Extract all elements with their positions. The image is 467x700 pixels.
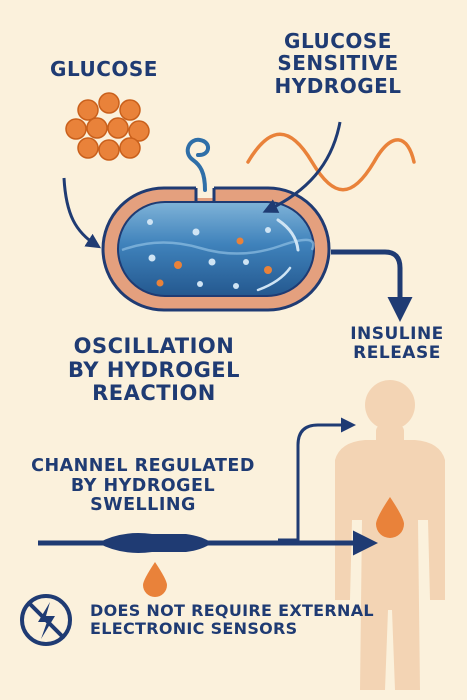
glucose-molecule-cluster-icon — [65, 92, 150, 161]
hydrogel-label: GLUCOSE SENSITIVE HYDROGEL — [238, 29, 438, 98]
oscillation-label: OSCILLATION BY HYDROGEL REACTION — [36, 334, 272, 406]
oscillation-label-line: BY HYDROGEL — [67, 357, 241, 382]
oscillation-wave-icon — [246, 132, 416, 192]
hydrogel-capsule-icon — [101, 137, 331, 312]
insulin-release-label-line: RELEASE — [353, 343, 441, 364]
insulin-drop-icon — [143, 562, 167, 597]
insulin-release-label: INSULINE RELEASE — [330, 324, 464, 364]
channel-branch-arrow — [278, 417, 356, 542]
hydrogel-label-line: SENSITIVE — [277, 51, 399, 76]
oscillation-label-line: REACTION — [92, 381, 216, 406]
no-electricity-icon — [20, 594, 72, 646]
hydrogel-label-line: GLUCOSE — [284, 29, 392, 53]
sensors-label-line: DOES NOT REQUIRE EXTERNAL — [90, 601, 374, 620]
oscillation-label-line: OSCILLATION — [73, 334, 235, 358]
insulin-release-label-line: INSULINE — [350, 324, 444, 344]
glucose-label: GLUCOSE — [50, 57, 158, 81]
insulin-drop-icon — [376, 497, 404, 538]
channel-label: CHANNEL REGULATED BY HYDROGEL SWELLING — [14, 456, 272, 516]
channel-label-line: BY HYDROGEL — [70, 475, 216, 496]
hydrogel-arrow — [262, 121, 342, 213]
human-silhouette-icon — [335, 380, 445, 690]
glucose-arrow — [62, 177, 102, 249]
release-arrow — [331, 249, 413, 322]
channel-label-line: CHANNEL REGULATED — [31, 456, 255, 476]
sensors-label: DOES NOT REQUIRE EXTERNAL ELECTRONIC SEN… — [90, 602, 420, 638]
hydrogel-label-line: HYDROGEL — [274, 73, 402, 98]
sensors-label-line: ELECTRONIC SENSORS — [90, 618, 298, 638]
hydrogel-channel — [38, 530, 378, 556]
channel-label-line: SWELLING — [90, 495, 196, 516]
